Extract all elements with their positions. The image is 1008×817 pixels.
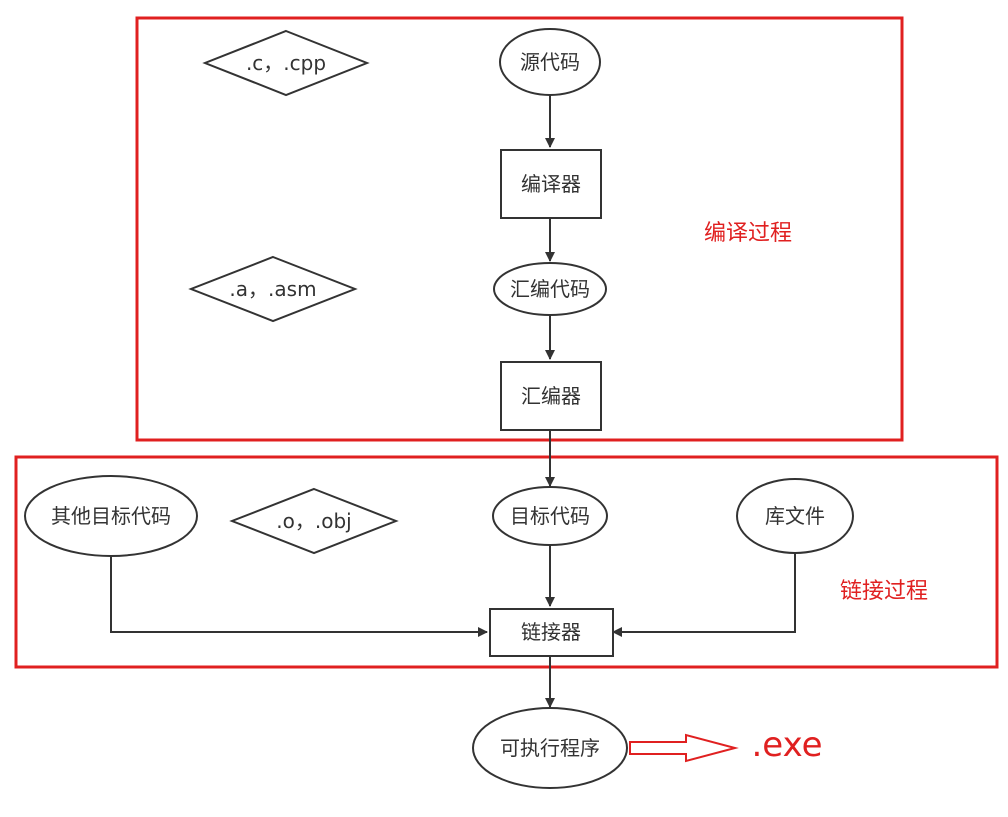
node-object-code: 目标代码 xyxy=(492,486,608,546)
file-type-a-asm: .a，.asm xyxy=(188,255,358,323)
compile-process-box xyxy=(135,16,904,442)
file-type-c-cpp: .c，.cpp xyxy=(202,29,370,97)
assembly-code-label: 汇编代码 xyxy=(510,277,590,301)
file-type-c-cpp-label: .c，.cpp xyxy=(246,51,326,75)
node-library-files: 库文件 xyxy=(736,478,854,554)
node-executable: 可执行程序 xyxy=(472,707,628,789)
other-object-code-label: 其他目标代码 xyxy=(51,504,171,528)
exe-extension-label: .exe xyxy=(751,725,822,765)
compile-process-label: 编译过程 xyxy=(704,221,792,246)
node-source-code: 源代码 xyxy=(499,28,601,96)
linker-label: 链接器 xyxy=(521,620,581,644)
executable-label: 可执行程序 xyxy=(500,736,600,760)
object-code-label: 目标代码 xyxy=(510,504,590,528)
arrow-other-object-to-linker xyxy=(110,556,488,637)
file-type-o-obj: .o，.obj xyxy=(229,487,399,555)
library-files-label: 库文件 xyxy=(765,504,825,528)
arrow-library-to-linker xyxy=(612,553,796,637)
file-type-o-obj-label: .o，.obj xyxy=(276,509,351,533)
link-process-box xyxy=(14,455,999,669)
output-arrow-icon xyxy=(629,733,739,763)
compiler-label: 编译器 xyxy=(521,172,581,196)
node-assembly-code: 汇编代码 xyxy=(493,262,607,316)
node-compiler: 编译器 xyxy=(500,149,602,219)
node-linker: 链接器 xyxy=(489,608,614,657)
node-assembler: 汇编器 xyxy=(500,361,602,431)
node-other-object-code: 其他目标代码 xyxy=(24,475,198,557)
assembler-label: 汇编器 xyxy=(521,384,581,408)
file-type-a-asm-label: .a，.asm xyxy=(229,277,316,301)
link-process-label: 链接过程 xyxy=(840,579,928,604)
source-code-label: 源代码 xyxy=(520,50,580,74)
